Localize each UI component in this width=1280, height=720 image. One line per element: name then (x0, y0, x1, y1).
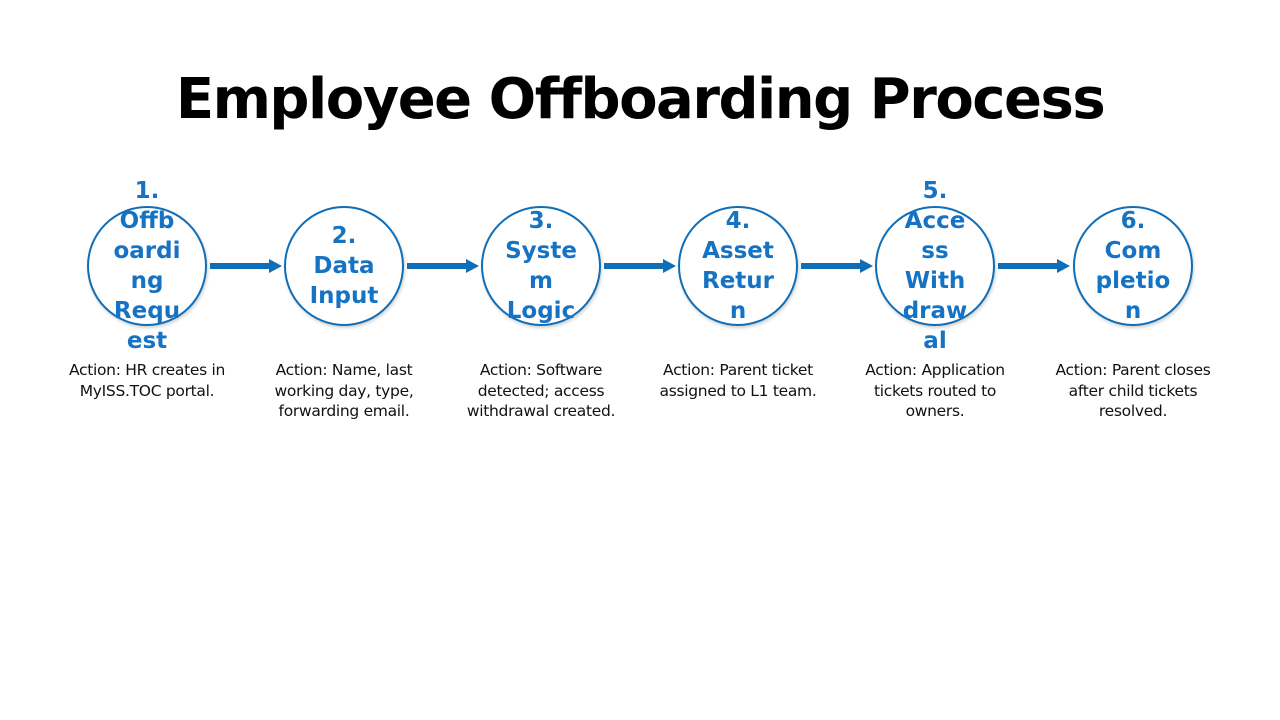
step-6-action: Action: Parent closes after child ticket… (1055, 361, 1211, 420)
process-step-5: 5. Acce ss With draw al (875, 178, 995, 354)
process-step-1: 1. Offb oardi ng Requ est (87, 178, 207, 354)
arrow-right-icon (801, 259, 873, 273)
step-1-action: Action: HR creates in MyISS.TOC portal. (68, 361, 226, 400)
process-step-2: 2. Data Input (284, 206, 404, 326)
process-step-3: 3. Syste m Logic (481, 206, 601, 326)
step-circle (875, 206, 995, 326)
step-label: 6. Com pletio n (1095, 208, 1171, 324)
step-circle (284, 206, 404, 326)
step-circle (87, 206, 207, 326)
process-step-4: 4. Asset Retur n (678, 206, 798, 326)
step-circle (481, 206, 601, 326)
arrow-right-icon (604, 259, 676, 273)
arrow-right-icon (407, 259, 479, 273)
arrow-right-icon (998, 259, 1070, 273)
step-label: 4. Asset Retur n (701, 208, 775, 324)
step-label: 3. Syste m Logic (505, 208, 577, 324)
step-label: 5. Acce ss With draw al (902, 178, 968, 354)
step-circle (1073, 206, 1193, 326)
arrow-right-icon (210, 259, 282, 273)
step-3-action: Action: Software detected; access withdr… (466, 361, 616, 420)
step-label: 2. Data Input (309, 223, 379, 309)
step-5-action: Action: Application tickets routed to ow… (865, 361, 1005, 420)
page-title: Employee Offboarding Process (175, 67, 1106, 132)
step-2-action: Action: Name, last working day, type, fo… (274, 361, 414, 420)
process-step-6: 6. Com pletio n (1073, 206, 1193, 326)
step-4-action: Action: Parent ticket assigned to L1 tea… (659, 361, 817, 400)
step-label: 1. Offb oardi ng Requ est (113, 178, 181, 354)
step-circle (678, 206, 798, 326)
